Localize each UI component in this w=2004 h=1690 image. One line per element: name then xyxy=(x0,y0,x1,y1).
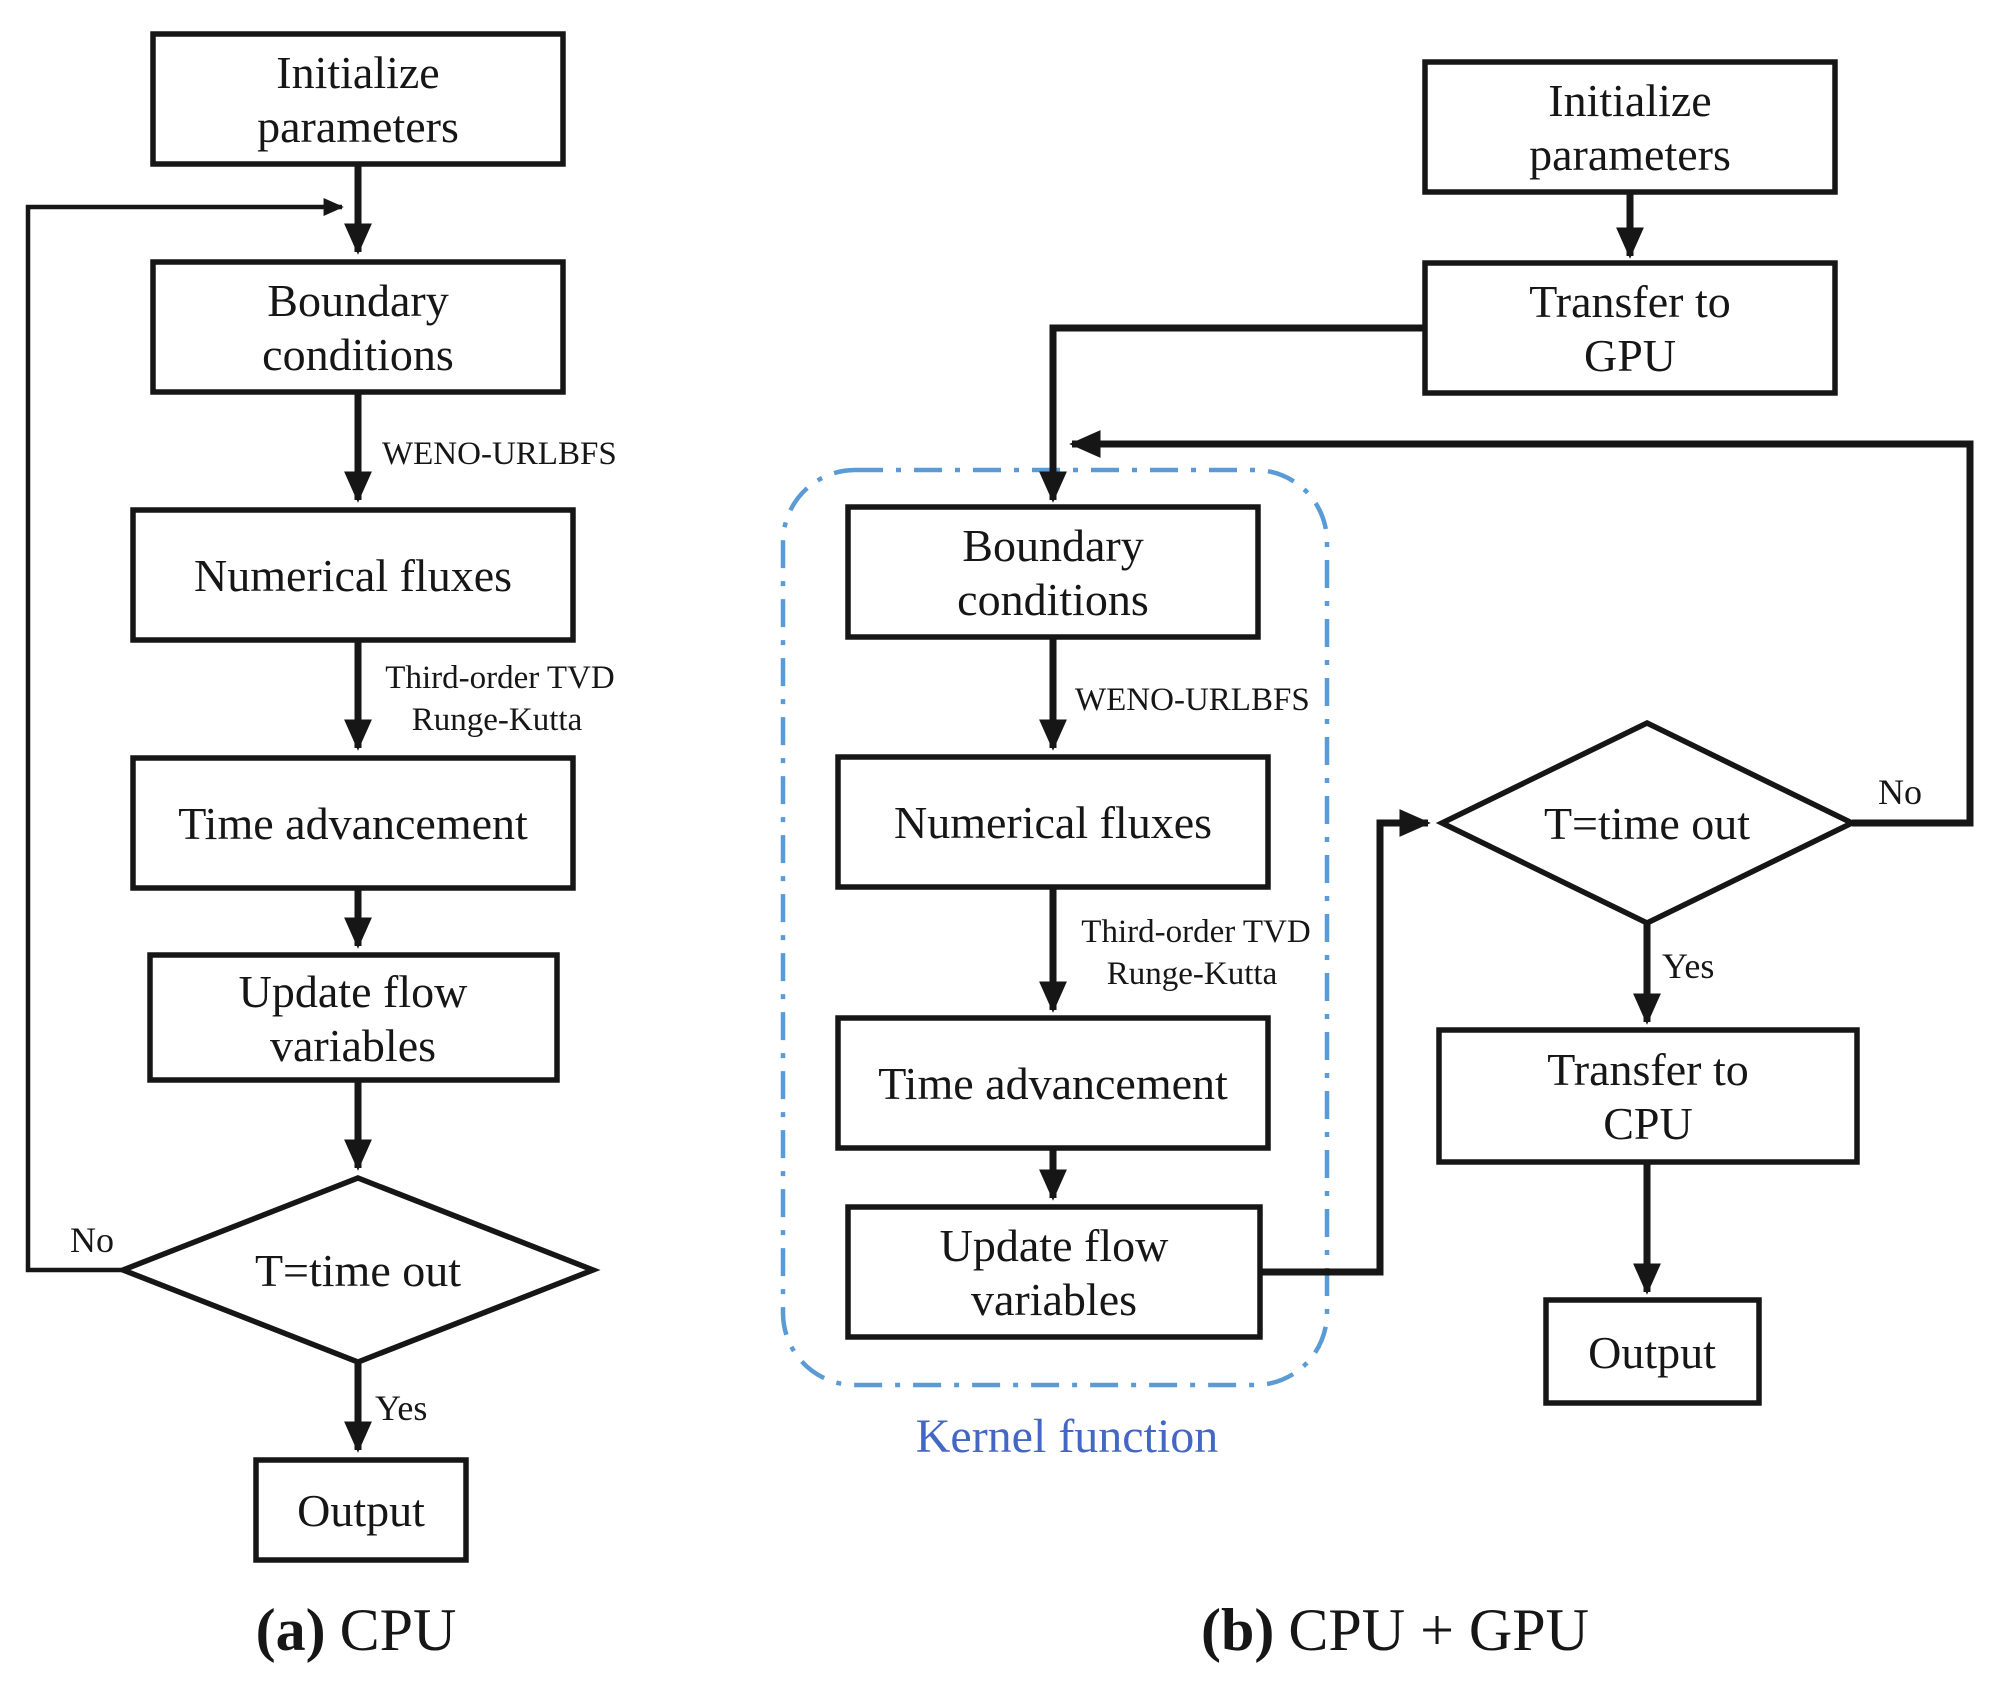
a-update-box xyxy=(147,952,560,1083)
a-output-label: Output xyxy=(297,1485,425,1536)
b-transfer-cpu-box xyxy=(1436,1027,1860,1165)
b-init-label-line1: Initialize xyxy=(1548,75,1711,126)
b-caption: (b)CPU + GPU xyxy=(1201,1597,1589,1663)
a-time-label: Time advancement xyxy=(178,798,528,849)
b-transfer-cpu-label-line1: Transfer to xyxy=(1547,1044,1748,1095)
a-output-box xyxy=(253,1457,469,1563)
flowchart-a: Initialize parameters Boundary condition… xyxy=(25,31,617,1663)
b-init-label-line2: parameters xyxy=(1529,129,1731,180)
b-transfer-gpu-label-line2: GPU xyxy=(1584,330,1676,381)
a-tvd-edge-label-line2: Runge-Kutta xyxy=(412,702,583,738)
a-init-label-line2: parameters xyxy=(257,101,459,152)
a-time-box xyxy=(130,755,576,891)
b-output-label: Output xyxy=(1588,1327,1716,1378)
a-update-label-line2: variables xyxy=(270,1020,436,1071)
b-loop-no-connector xyxy=(1069,430,1974,827)
b-caption-tag: (b) xyxy=(1201,1597,1274,1663)
b-time-label: Time advancement xyxy=(878,1058,1228,1109)
b-decision-diamond xyxy=(1435,719,1859,927)
b-update-label-line2: variables xyxy=(971,1274,1137,1325)
a-caption: (a)CPU xyxy=(256,1597,457,1663)
b-boundary-box xyxy=(845,504,1261,640)
a-boundary-box xyxy=(150,259,566,395)
a-fluxes-box xyxy=(130,507,576,643)
b-decision-label: T=time out xyxy=(1544,798,1750,849)
a-weno-edge-label: WENO-URLBFS xyxy=(382,436,617,472)
a-decision-diamond xyxy=(115,1175,601,1365)
b-transfer-cpu-label-line2: CPU xyxy=(1603,1098,1692,1149)
b-connector-update-to-decision xyxy=(1260,809,1431,1276)
b-time-box xyxy=(835,1015,1271,1151)
a-yes-label: Yes xyxy=(375,1388,427,1428)
b-fluxes-box xyxy=(835,754,1271,890)
b-transfer-gpu-label-line1: Transfer to xyxy=(1529,276,1730,327)
b-update-box xyxy=(845,1204,1263,1340)
b-boundary-label-line1: Boundary xyxy=(962,520,1143,571)
b-update-label-line1: Update flow xyxy=(940,1220,1169,1271)
b-no-label: No xyxy=(1878,772,1922,812)
b-kernel-region-label: Kernel function xyxy=(916,1410,1219,1463)
a-update-label-line1: Update flow xyxy=(239,966,468,1017)
b-init-box xyxy=(1422,59,1838,195)
b-boundary-label-line2: conditions xyxy=(957,574,1149,625)
b-transfer-gpu-box xyxy=(1422,260,1838,396)
flowchart-b: Initialize parameters Transfer to GPU Bo… xyxy=(780,59,1974,1663)
b-fluxes-label: Numerical fluxes xyxy=(894,797,1212,848)
a-caption-tag: (a) xyxy=(256,1597,326,1663)
b-weno-edge-label: WENO-URLBFS xyxy=(1075,682,1310,718)
a-loop-no-connector xyxy=(25,198,344,1273)
a-init-label-line1: Initialize xyxy=(276,47,439,98)
a-boundary-label-line1: Boundary xyxy=(267,275,448,326)
a-caption-title: CPU xyxy=(340,1597,457,1663)
b-tvd-edge-label-line2: Runge-Kutta xyxy=(1107,956,1278,992)
a-decision-label: T=time out xyxy=(255,1245,461,1296)
b-output-box xyxy=(1543,1297,1762,1406)
a-fluxes-label: Numerical fluxes xyxy=(194,550,512,601)
b-connector-transfergpu-to-boundary xyxy=(1039,324,1425,503)
b-caption-title: CPU + GPU xyxy=(1288,1597,1589,1663)
a-no-label: No xyxy=(70,1220,114,1260)
a-tvd-edge-label-line1: Third-order TVD xyxy=(385,660,614,696)
a-init-box xyxy=(150,31,566,167)
a-boundary-label-line2: conditions xyxy=(262,329,454,380)
b-tvd-edge-label-line1: Third-order TVD xyxy=(1081,914,1310,950)
b-yes-label: Yes xyxy=(1662,946,1714,986)
